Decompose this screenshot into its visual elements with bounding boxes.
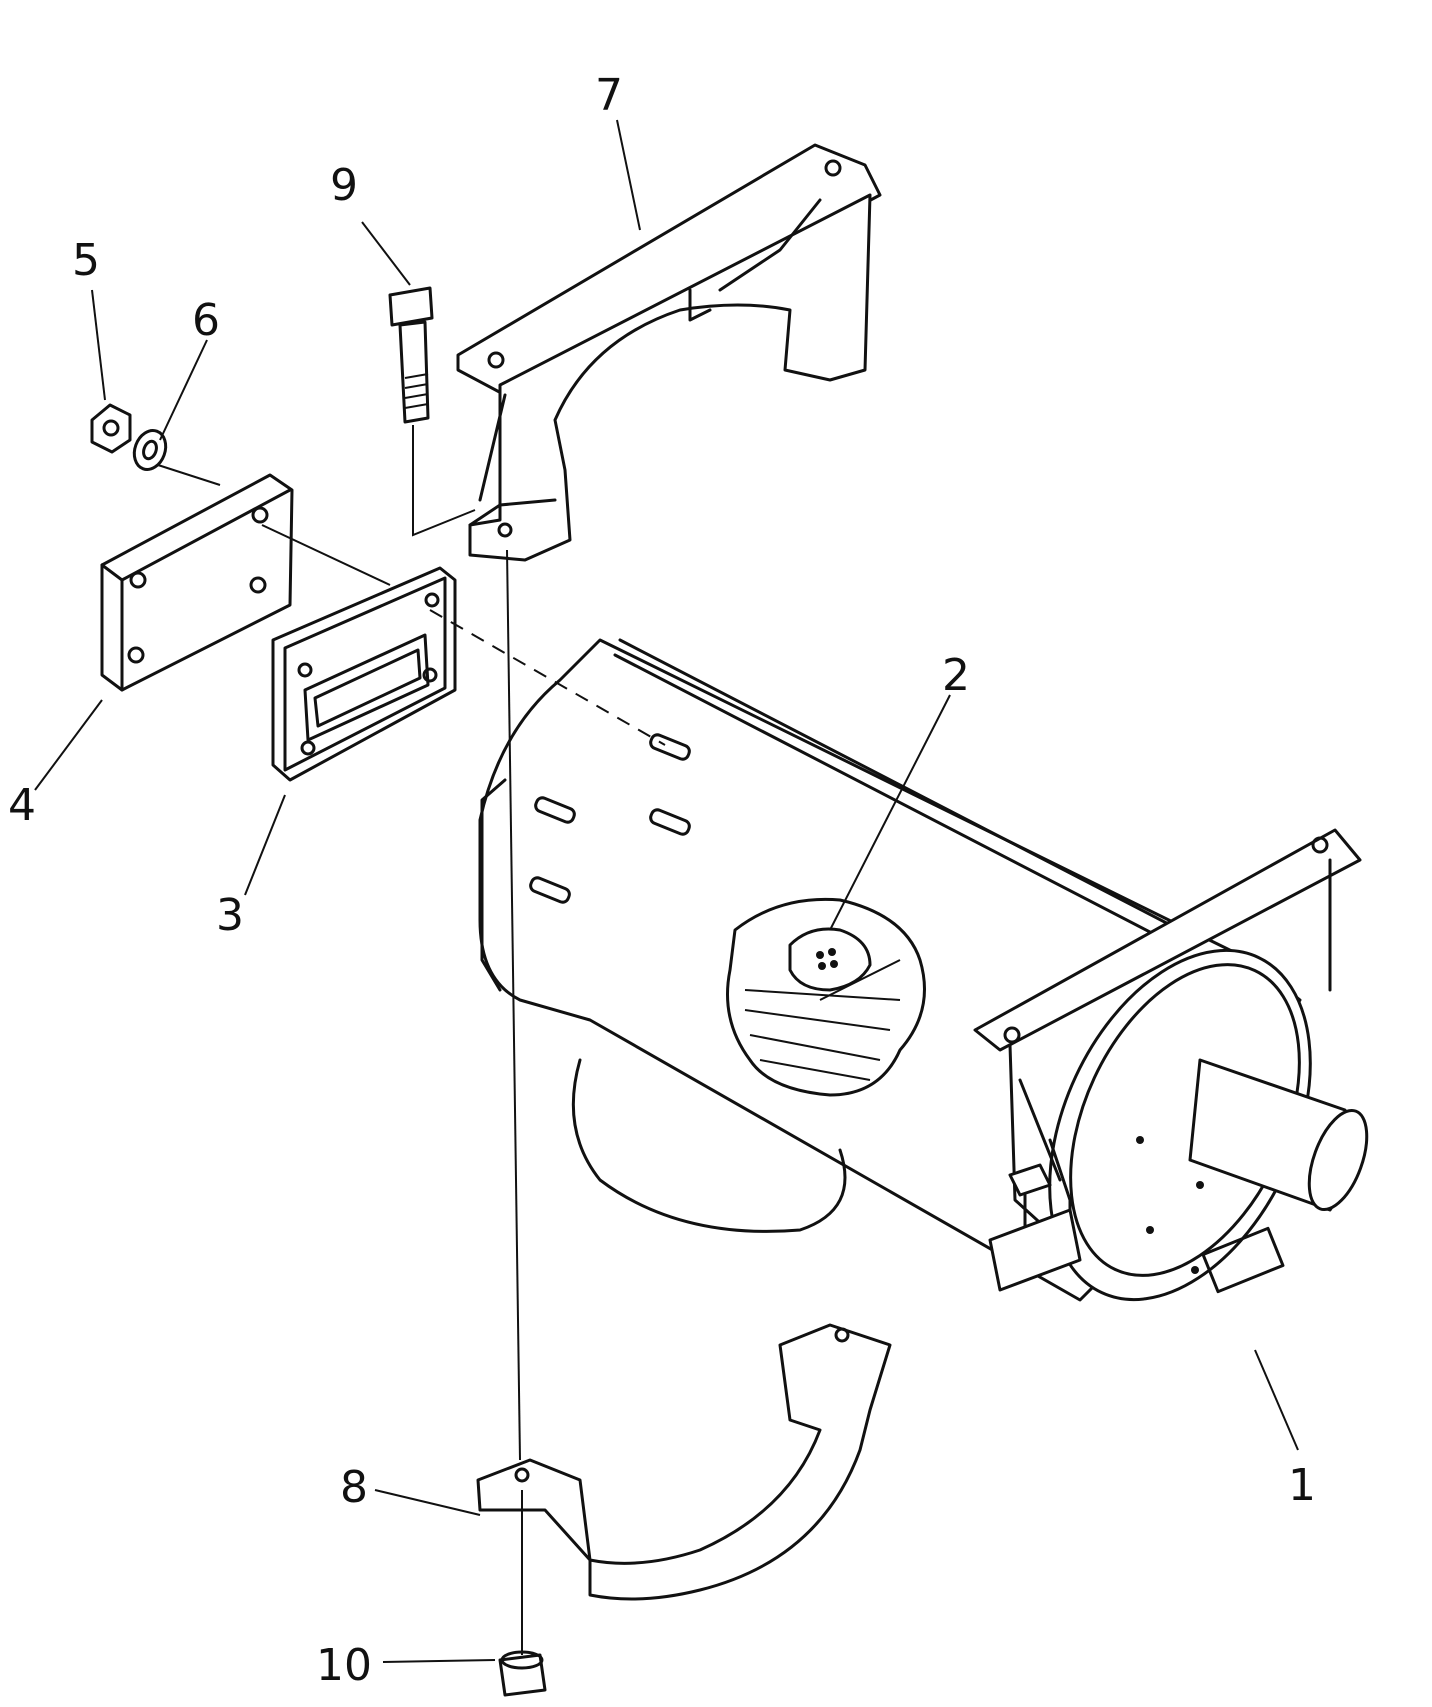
lower-strap (476, 1323, 892, 1601)
callout-6: 6 (192, 295, 220, 346)
nut-5 (90, 403, 132, 454)
callout-10: 10 (316, 1640, 372, 1691)
callout-5: 5 (72, 235, 100, 286)
callout-4: 4 (8, 780, 36, 831)
upper-bracket (456, 143, 882, 562)
gasket-3 (271, 566, 457, 782)
callout-1: 1 (1288, 1460, 1316, 1511)
cover-plate-4 (100, 473, 294, 692)
muffler-body (478, 638, 1369, 1302)
callout-7: 7 (595, 70, 623, 121)
assembly-lines (157, 425, 666, 1655)
callout-3: 3 (216, 890, 244, 941)
bolt (388, 286, 434, 424)
leader-lines (34, 119, 1299, 1663)
callout-8: 8 (340, 1462, 368, 1513)
nut-10 (498, 1650, 547, 1697)
washer-6 (132, 429, 168, 471)
callout-9: 9 (330, 160, 358, 211)
callout-2: 2 (942, 650, 970, 701)
callout-labels: 1 2 3 4 5 6 7 8 9 10 (8, 70, 1316, 1691)
